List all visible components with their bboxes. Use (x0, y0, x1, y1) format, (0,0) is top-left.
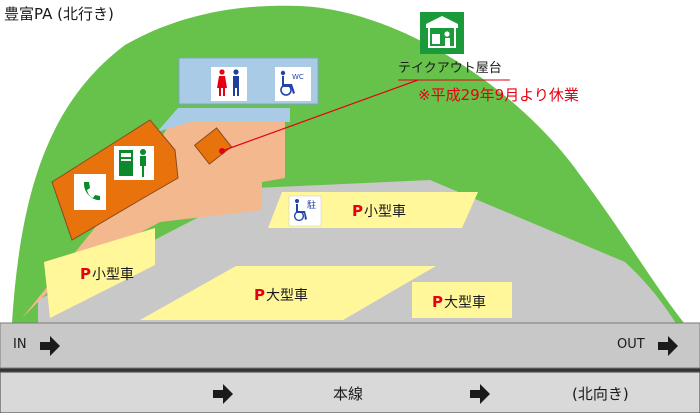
takeout-location-dot (219, 148, 225, 154)
arrow-right-icon (40, 336, 60, 356)
mainline-label: 本線 (333, 385, 364, 403)
takeout-stall-building (193, 127, 233, 165)
parking-p-symbol: P (80, 265, 91, 283)
parking-stall-large-center (140, 266, 436, 320)
accessible-parking-text: 駐 (307, 199, 316, 211)
parking-label-small-upper: P小型車 (352, 201, 406, 221)
exit-label: OUT (617, 337, 645, 352)
map-title: 豊富PA (北行き) (4, 5, 114, 23)
telephone-sign (74, 174, 106, 210)
arrow-right-icon (658, 336, 678, 356)
parking-stall-large-right (412, 282, 512, 318)
parking-label-text: 小型車 (92, 267, 134, 283)
wc-text: WC (292, 73, 304, 81)
parking-label-small-left: P小型車 (80, 264, 134, 284)
parking-label-large-center: P大型車 (254, 285, 308, 305)
market-stall-icon (420, 12, 464, 54)
restroom-sign (211, 67, 247, 101)
restroom-icon (217, 69, 239, 96)
parking-stall-small-left (44, 228, 155, 318)
parking-label-text: 大型車 (444, 295, 486, 311)
arrow-right-icon (470, 384, 490, 404)
parking-label-large-right: P大型車 (432, 292, 486, 312)
pedestrian-plaza (22, 110, 285, 318)
vending-machine-icon (119, 149, 146, 177)
telephone-icon (83, 182, 100, 201)
parking-label-text: 大型車 (266, 288, 308, 304)
parking-p-symbol: P (432, 293, 443, 311)
wheelchair-wc-icon (280, 70, 295, 96)
parking-p-symbol: P (254, 286, 265, 304)
arrow-right-icon (213, 384, 233, 404)
service-road (0, 322, 700, 369)
direction-label: (北向き) (572, 385, 629, 403)
parking-p-symbol: P (352, 202, 363, 220)
takeout-closure-notice: ※平成29年9月より休業 (418, 86, 579, 104)
entrance-label: IN (13, 337, 27, 352)
expressway-mainline (0, 371, 700, 413)
takeout-leader-line (221, 79, 419, 152)
takeout-stall-label: テイクアウト屋台 (398, 61, 502, 76)
parking-label-text: 小型車 (364, 204, 406, 220)
accessible-parking-icon (293, 199, 307, 222)
restroom-walkway (157, 108, 290, 132)
